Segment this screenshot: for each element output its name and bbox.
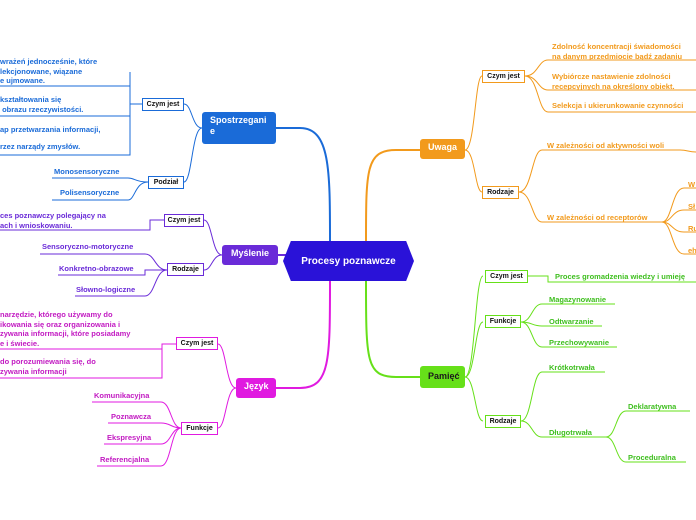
rodzaje-item: W zależności od aktywności woli	[547, 141, 665, 150]
topic-jezyk[interactable]: Język	[236, 378, 276, 398]
spostrzeganie-definition-1: wrażeń jednocześnie, które lekcjonowane,…	[0, 57, 98, 85]
receptor-item: Ru	[688, 224, 696, 233]
funkcje-item: Przechowywanie	[549, 338, 610, 347]
rodzaje-item: Słowno-logiczne	[76, 285, 136, 294]
myslenie-definition: ces poznawczy polegający na ach i wniosk…	[0, 211, 106, 230]
branch-pamiec	[365, 280, 420, 378]
pamiec-definition: Proces gromadzenia wiedzy i umieję	[555, 272, 686, 281]
funkcje-item: Komunikacyjna	[94, 391, 150, 400]
branch-spostrzeganie	[276, 127, 331, 242]
receptor-item: W	[688, 180, 696, 189]
rodzaje-item: Konkretno-obrazowe	[59, 264, 134, 273]
receptor-item: Sł	[688, 202, 696, 211]
uwaga-czym-jest[interactable]: Czym jest	[482, 70, 525, 83]
uwaga-definition-1: Zdolność koncentracji świadomości na dan…	[552, 42, 683, 61]
spostrzeganie-podzial[interactable]: Podział	[148, 176, 184, 189]
funkcje-item: Magazynowanie	[549, 295, 607, 304]
jezyk-funkcje[interactable]: Funkcje	[181, 422, 218, 435]
rodzaje-item: Krótkotrwała	[549, 363, 595, 372]
pamiec-rodzaje[interactable]: Rodzaje	[485, 415, 521, 428]
spostrzeganie-czym-jest[interactable]: Czym jest	[142, 98, 184, 111]
rodzaje-item: Sensoryczno-motoryczne	[42, 242, 134, 251]
jezyk-definition-2: do porozumiewania się, do zywania inform…	[0, 357, 96, 376]
funkcje-item: Referencjalna	[100, 455, 150, 464]
pamiec-czym-jest[interactable]: Czym jest	[485, 270, 528, 283]
central-topic[interactable]: Procesy poznawcze	[283, 241, 414, 281]
topic-pamiec[interactable]: Pamięć	[420, 366, 465, 388]
uwaga-definition-3: Selekcja i ukierunkowanie czynności	[552, 101, 684, 110]
podzial-item: Polisensoryczne	[60, 188, 120, 197]
funkcje-item: Poznawcza	[111, 412, 152, 421]
dlugotrwala-item: Proceduralna	[628, 453, 676, 462]
jezyk-definition-1: narzędzie, którego używamy do ikowania s…	[0, 310, 131, 348]
jezyk-czym-jest[interactable]: Czym jest	[176, 337, 218, 350]
myslenie-rodzaje[interactable]: Rodzaje	[167, 263, 204, 276]
rodzaje-item: W zależności od receptorów	[547, 213, 648, 222]
dlugotrwala-item: Deklaratywna	[628, 402, 677, 411]
podzial-item: Monosensoryczne	[54, 167, 120, 176]
topic-myslenie[interactable]: Myślenie	[222, 245, 278, 265]
spostrzeganie-definition-4: rzez narządy zmysłów.	[0, 142, 81, 151]
uwaga-rodzaje[interactable]: Rodzaje	[482, 186, 519, 199]
funkcje-item: Odtwarzanie	[549, 317, 594, 326]
topic-spostrzeganie[interactable]: Spostrzegani e	[202, 112, 276, 144]
spostrzeganie-definition-3: ap przetwarzania informacji,	[0, 125, 101, 134]
branch-uwaga	[365, 149, 420, 242]
myslenie-czym-jest[interactable]: Czym jest	[164, 214, 204, 227]
topic-uwaga[interactable]: Uwaga	[420, 139, 465, 159]
rodzaje-item: Długotrwała	[549, 428, 592, 437]
spostrzeganie-definition-2: kształtowania się obrazu rzeczywistości.	[0, 95, 84, 114]
funkcje-item: Ekspresyjna	[107, 433, 152, 442]
receptor-item: eh	[688, 246, 696, 255]
branch-jezyk	[276, 280, 331, 389]
uwaga-definition-2: Wybiórcze nastawienie zdolności recepcyj…	[552, 72, 675, 91]
pamiec-funkcje[interactable]: Funkcje	[485, 315, 521, 328]
